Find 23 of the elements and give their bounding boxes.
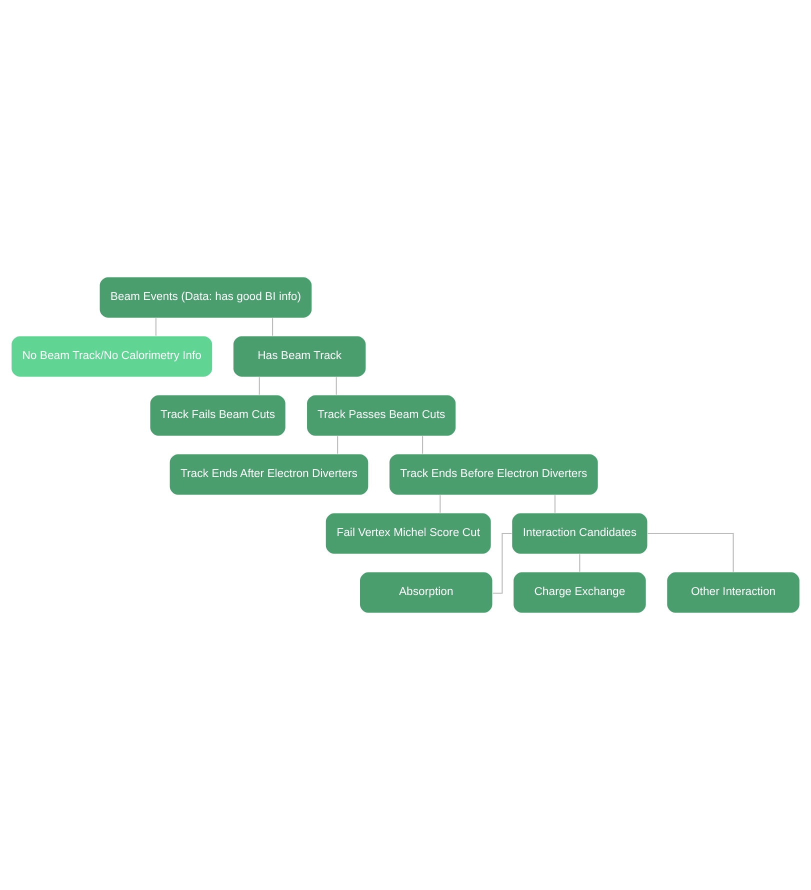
connector xyxy=(492,532,512,594)
connector xyxy=(579,554,580,572)
node-box: Beam Events (Data: has good BI info) xyxy=(99,276,312,318)
node-box: Track Passes Beam Cuts xyxy=(306,394,456,436)
connector xyxy=(554,495,556,513)
node-box: Other Interaction xyxy=(666,572,800,614)
node-box: Absorption xyxy=(359,572,493,614)
node-box: Charge Exchange xyxy=(512,572,647,614)
connector xyxy=(440,495,441,513)
connector xyxy=(258,377,260,395)
node-box: Track Ends After Electron Diverters xyxy=(169,454,369,496)
connector xyxy=(337,436,338,454)
node-box: Has Beam Track xyxy=(232,336,366,378)
connector xyxy=(155,318,156,336)
node-box: Interaction Candidates xyxy=(511,512,648,554)
node-box: Track Ends Before Electron Diverters xyxy=(388,454,599,496)
connector xyxy=(272,318,274,336)
connector xyxy=(648,532,734,572)
node-box: Fail Vertex Michel Score Cut xyxy=(325,512,492,554)
node-box: Track Fails Beam Cuts xyxy=(150,394,286,436)
connector xyxy=(422,436,424,454)
node-box: No Beam Track/No Calorimetry Info xyxy=(10,336,213,378)
connector xyxy=(336,377,337,395)
